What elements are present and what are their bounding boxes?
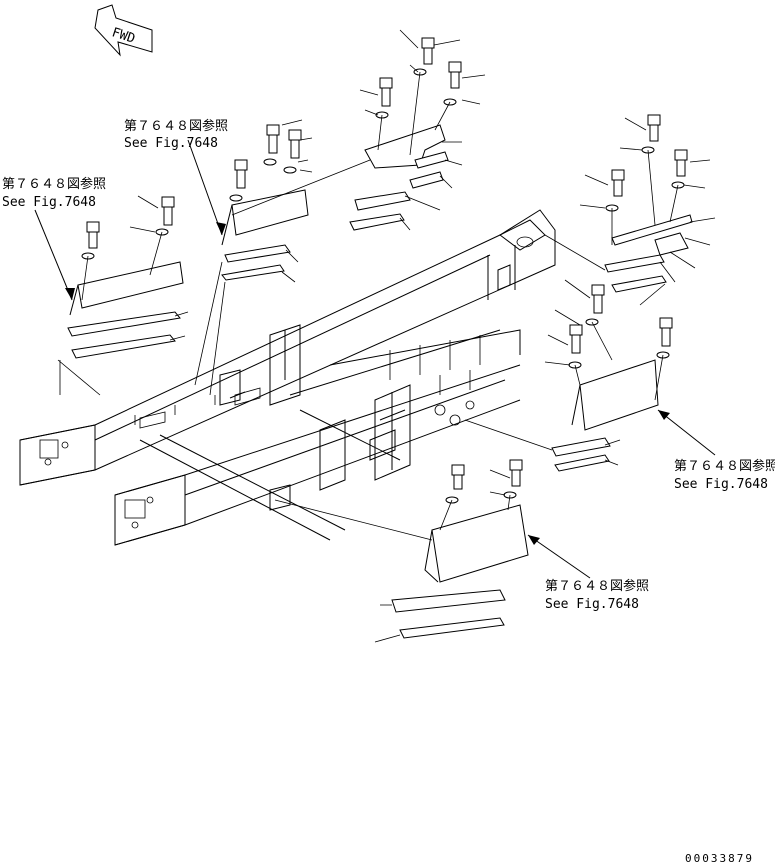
upper-center-group [231, 29, 486, 231]
shim-plate [399, 617, 505, 639]
shim-plate [221, 264, 285, 281]
bolt-icon [451, 464, 465, 490]
shim-plate [391, 589, 506, 613]
bolt-icon [591, 284, 605, 314]
upper-left-cover-group [194, 119, 313, 396]
washer-icon [229, 194, 243, 202]
washer-icon [263, 158, 277, 166]
callout-en: See Fig.7648 [545, 597, 639, 612]
drawing-number: 00033879 [685, 852, 754, 865]
left-cover-group [57, 195, 189, 396]
bolt-icon [379, 77, 393, 107]
shim-plate [67, 311, 181, 337]
shim-plate [354, 191, 411, 211]
callout-jp: 第７６４８図参照 [2, 176, 106, 192]
bottom-cover-group [274, 459, 529, 643]
bolt-icon [161, 196, 175, 226]
shim-plate [611, 275, 667, 293]
bolt-icon [288, 129, 302, 159]
bolt-icon [569, 324, 583, 354]
bolt-icon [86, 221, 100, 249]
fwd-arrow-icon: FWD [94, 4, 153, 57]
mount-bracket [364, 124, 446, 169]
callout-en: See Fig.7648 [124, 136, 218, 151]
bolt-icon [421, 37, 435, 65]
shim-plate [224, 244, 291, 263]
callout-left: 第７６４８図参照 See Fig.7648 [2, 176, 106, 210]
washer-icon [283, 166, 297, 174]
callout-top-center: 第７６４８図参照 See Fig.7648 [124, 118, 228, 151]
bolt-icon [234, 159, 248, 189]
cover-plate [77, 261, 184, 309]
cover-plate [231, 189, 309, 236]
right-upper-group [544, 114, 716, 306]
shim-plate [604, 254, 665, 273]
callout-leaders [34, 139, 716, 579]
shim-plate [554, 454, 610, 472]
callout-right: 第７６４８図参照 See Fig.7648 [674, 458, 775, 492]
main-frame [19, 209, 556, 546]
callout-en: See Fig.7648 [674, 477, 768, 492]
cover-plate [431, 504, 529, 583]
bolt-icon [448, 61, 462, 89]
bolt-icon [674, 149, 688, 177]
callout-jp: 第７６４８図参照 [124, 118, 228, 134]
shim-plate [71, 334, 176, 359]
callout-en: See Fig.7648 [2, 195, 96, 210]
bolt-icon [611, 169, 625, 197]
callout-jp: 第７６４８図参照 [674, 458, 775, 474]
bolt-icon [266, 124, 280, 154]
callout-jp: 第７６４８図参照 [545, 578, 649, 594]
bolt-icon [647, 114, 661, 142]
fwd-label: FWD [110, 25, 137, 47]
bolt-icon [659, 317, 673, 347]
callout-bottom: 第７６４８図参照 See Fig.7648 [545, 578, 649, 612]
bolt-icon [509, 459, 523, 487]
right-mid-group [464, 279, 673, 472]
shim-plate [349, 213, 405, 231]
cover-plate [579, 359, 659, 431]
shim-plate [551, 437, 611, 457]
